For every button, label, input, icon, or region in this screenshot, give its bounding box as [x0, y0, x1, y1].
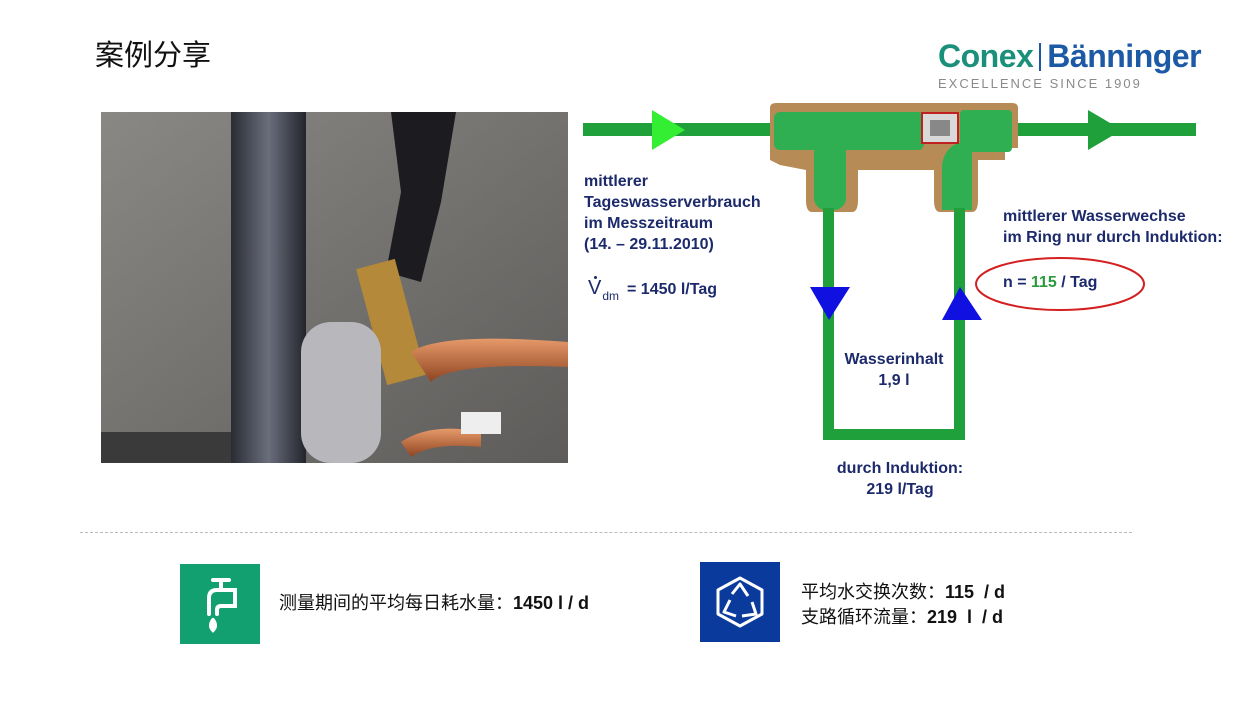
branch-flow-value: 219 l / d — [927, 607, 1004, 627]
conex-banninger-logo: Conex Bänninger EXCELLENCE SINCE 1909 — [938, 38, 1238, 92]
daily-consumption-stat: 测量期间的平均每日耗水量：1450 l / d — [279, 591, 589, 616]
logo-brand-left: Conex — [938, 38, 1034, 74]
induction-value: 219 l/Tag — [866, 481, 934, 498]
exchange-label-line: im Ring nur durch Induktion: — [1003, 229, 1223, 246]
exchange-label-line: mittlerer Wasserwechse — [1003, 208, 1186, 225]
exchange-suffix: / Tag — [1056, 274, 1098, 291]
flow-rate: Vdm = 1450 l/Tag — [588, 276, 717, 302]
exchange-value: 115 — [1031, 274, 1057, 291]
water-content-label: Wasserinhalt 1,9 l — [834, 349, 954, 391]
exchange-count-value: 115 / d — [945, 582, 1006, 602]
flow-symbol: V — [588, 276, 601, 300]
recycle-icon — [700, 562, 780, 642]
branch-flow-label: 支路循环流量： — [801, 607, 927, 628]
water-content-title: Wasserinhalt — [844, 351, 944, 368]
divider — [80, 532, 1132, 533]
stat-value: 1450 l / d — [513, 593, 590, 613]
induction-label: durch Induktion: 219 l/Tag — [820, 458, 980, 500]
exchange-stats: 平均水交换次数：115 / d 支路循环流量：219 l / d — [801, 580, 1005, 630]
inlet-arrow-icon — [652, 110, 685, 150]
highlight-ellipse — [975, 257, 1145, 311]
logo-tagline: EXCELLENCE SINCE 1909 — [938, 76, 1142, 91]
exchange-label: mittlerer Wasserwechse im Ring nur durch… — [1003, 206, 1223, 248]
exchange-count-label: 平均水交换次数： — [801, 582, 945, 603]
consumption-label: mittlerer Tageswasserverbrauch im Messze… — [584, 171, 761, 255]
stat-label: 测量期间的平均每日耗水量： — [279, 593, 513, 614]
fitting — [770, 103, 1018, 212]
flow-subscript: dm — [602, 289, 620, 303]
consumption-label-line: Tageswasserverbrauch — [584, 194, 761, 211]
consumption-label-line: mittlerer — [584, 173, 649, 190]
exchange-count-stat: 平均水交换次数：115 / d — [801, 580, 1005, 605]
bypass-loop — [823, 208, 965, 440]
logo-brand-right: Bänninger — [1047, 38, 1202, 74]
consumption-label-line: (14. – 29.11.2010) — [584, 236, 714, 253]
outlet-arrow-icon — [1088, 110, 1122, 150]
exchange-rate: n = 115 / Tag — [1003, 272, 1097, 293]
down-arrow-icon — [810, 287, 850, 320]
induction-title: durch Induktion: — [836, 460, 964, 477]
flow-symbol-letter: V — [588, 277, 602, 299]
branch-flow-stat: 支路循环流量：219 l / d — [801, 605, 1005, 630]
installation-photo — [101, 112, 568, 463]
water-content-value: 1,9 l — [878, 372, 910, 389]
consumption-label-line: im Messzeitraum — [584, 215, 713, 232]
circulation-diagram — [583, 103, 1196, 440]
exchange-prefix: n = — [1003, 274, 1032, 291]
up-arrow-icon — [942, 287, 982, 320]
water-tap-icon — [180, 564, 260, 644]
page-title: 案例分享 — [95, 38, 212, 72]
flow-dot — [594, 276, 597, 279]
flow-value: = 1450 l/Tag — [627, 281, 717, 298]
